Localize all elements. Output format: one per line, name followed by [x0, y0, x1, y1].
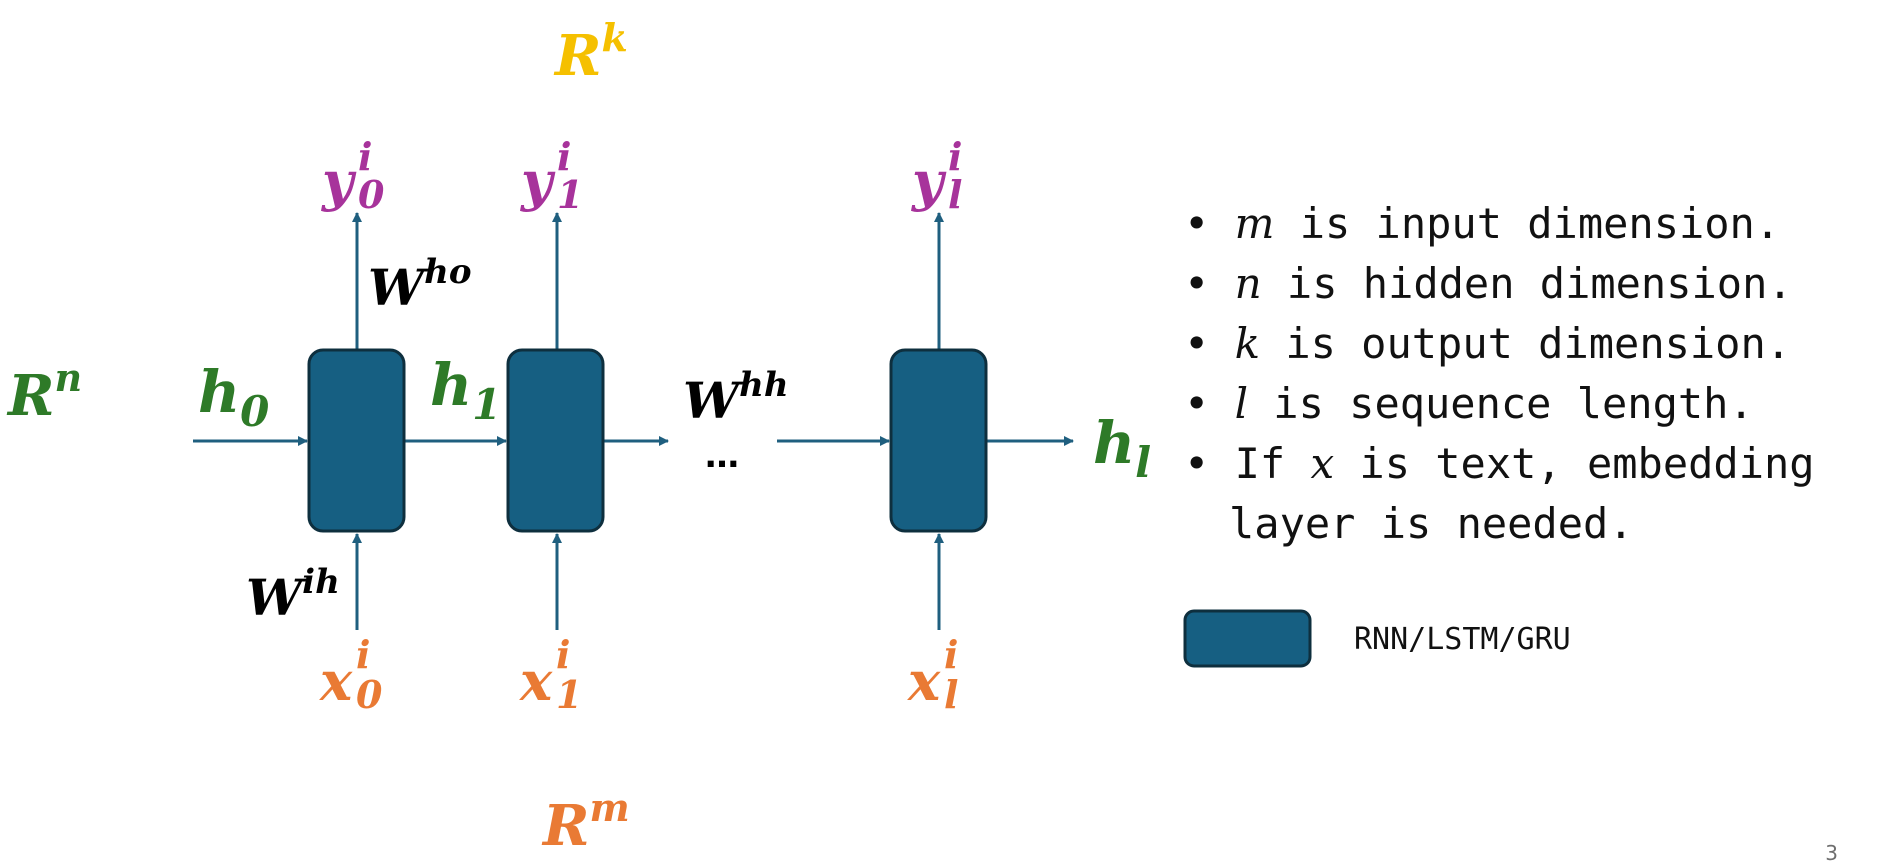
bullet-output-dimension: • k is output dimension.: [1184, 319, 1791, 368]
definition-list: • m is input dimension. • n is hidden di…: [1184, 199, 1815, 548]
legend-swatch-rnn-cell: [1183, 609, 1312, 668]
bullet-sequence-length: • l is sequence length.: [1184, 379, 1754, 428]
page-number: 3: [1825, 841, 1838, 865]
hidden-space-label: Rn: [6, 355, 82, 429]
weight-ho-label: Who: [368, 252, 472, 317]
bullet-embedding-note: • If x is text, embedding: [1184, 439, 1815, 488]
rnn-cell-0: [307, 348, 406, 533]
hidden-state-h0: h0: [198, 358, 269, 436]
hidden-state-hl: hl: [1093, 409, 1151, 487]
sequence-ellipsis: …: [705, 436, 739, 476]
rnn-cell-l: [889, 348, 988, 533]
bullet-input-dimension: • m is input dimension.: [1184, 199, 1780, 248]
rnn-cell-1: [506, 348, 605, 533]
weight-hh-label: Whh: [683, 365, 789, 430]
input-space-label: Rm: [541, 785, 630, 859]
hidden-state-h1: h1: [430, 351, 501, 429]
bullet-embedding-note-continuation: layer is needed.: [1229, 499, 1634, 548]
legend-label: RNN/LSTM/GRU: [1354, 622, 1571, 657]
output-space-label: Rk: [553, 15, 628, 89]
bullet-hidden-dimension: • n is hidden dimension.: [1184, 259, 1793, 308]
weight-ih-label: Wih: [246, 562, 340, 627]
